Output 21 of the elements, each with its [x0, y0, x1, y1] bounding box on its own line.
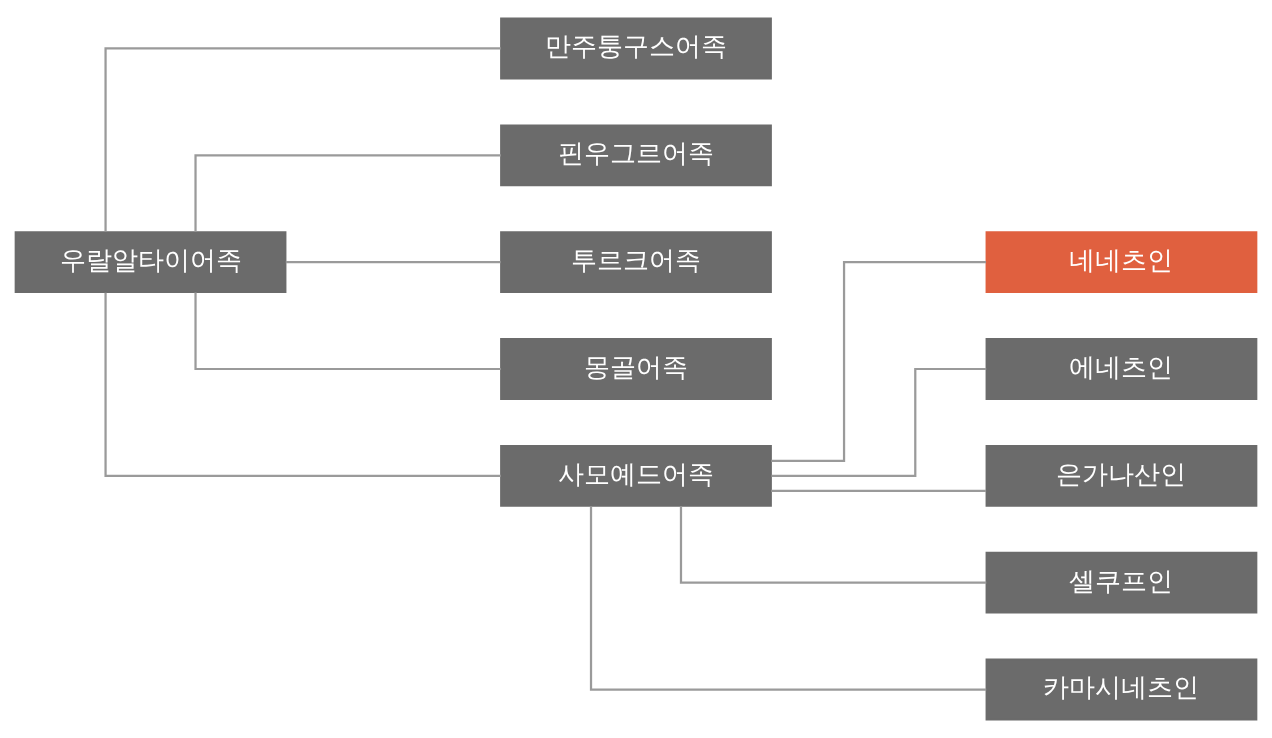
node-box: 핀우그르어족 [500, 124, 772, 187]
connector [104, 292, 501, 477]
connector [679, 506, 987, 584]
connector [194, 154, 501, 232]
connector [771, 367, 987, 477]
connector [771, 261, 986, 462]
node-box: 몽골어족 [500, 338, 772, 400]
node-box: 카마시네츠인 [985, 658, 1258, 721]
connector [194, 292, 501, 371]
connector [104, 47, 501, 232]
node-box: 만주퉁구스어족 [500, 17, 772, 80]
node-box: 셀쿠프인 [985, 551, 1258, 614]
node-box: 사모예드어족 [500, 444, 772, 507]
node-box: 에네츠인 [985, 338, 1258, 400]
connector [589, 506, 987, 691]
node-box: 우랄알타이어족 [14, 231, 287, 294]
node-box: 네네츠인 [985, 231, 1258, 294]
node-box: 은가나산인 [985, 444, 1258, 507]
node-box: 투르크어족 [500, 231, 772, 294]
connector [771, 489, 987, 492]
connector [285, 261, 501, 264]
